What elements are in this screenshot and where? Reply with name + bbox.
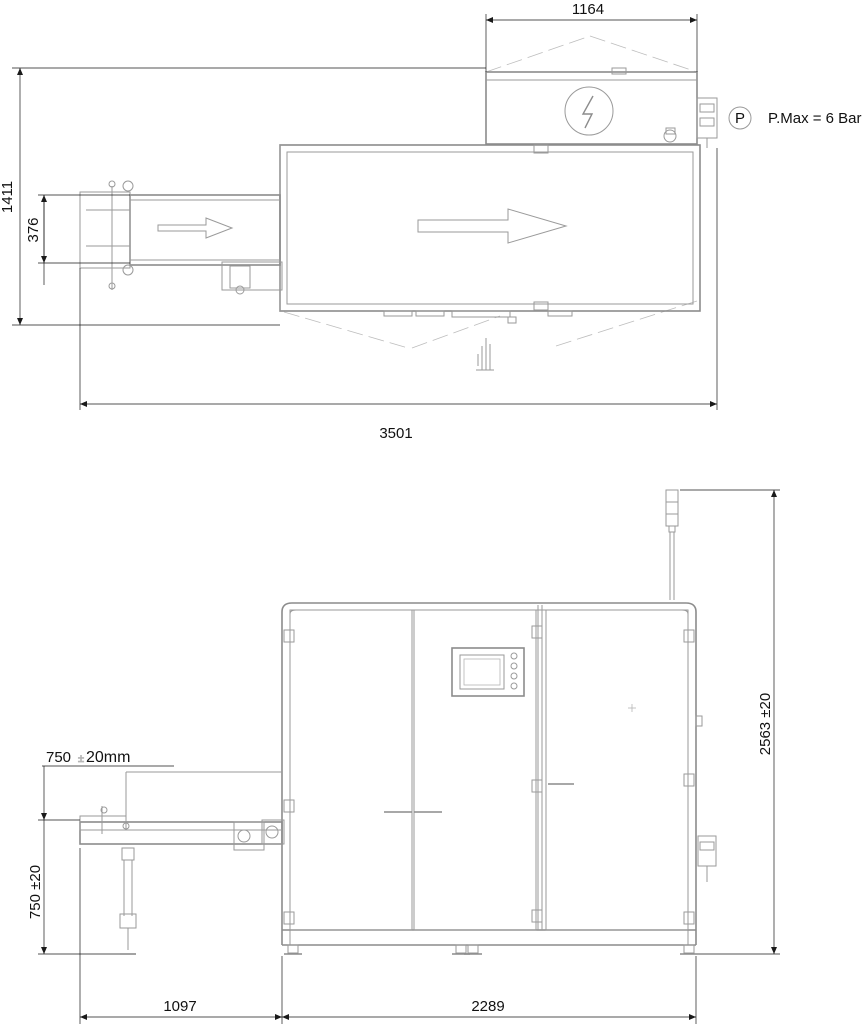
- dim-infeed-length: 1097: [163, 998, 196, 1015]
- flow-arrow-main: [417, 208, 568, 244]
- door-panel-right: [545, 609, 689, 931]
- infeed-conveyor: [79, 180, 283, 295]
- hand-icon: [476, 338, 494, 371]
- lightning-bolt-icon: [581, 95, 594, 129]
- hmi-touch-panel: [451, 647, 525, 697]
- pressure-symbol-circle: [728, 106, 752, 130]
- front-view: 750 ± 20mm 750 ±20 2563 ±20 1097 2289: [27, 489, 780, 1024]
- dim-conveyor-width: 376: [25, 217, 42, 242]
- pneumatic-unit-front: [695, 715, 717, 882]
- dim-height-tolerance: 20mm: [86, 749, 130, 766]
- signal-tower: [665, 489, 679, 600]
- front-dimensions: 750 ± 20mm 750 ±20 2563 ±20 1097 2289: [27, 489, 780, 1024]
- svg-text:±: ±: [78, 753, 84, 765]
- high-voltage-icon: [564, 86, 614, 136]
- pressure-label: P.Max = 6 Bar: [768, 110, 862, 127]
- dim-machine-length: 2289: [471, 998, 504, 1015]
- dim-conveyor-height: 750 ±20: [27, 865, 44, 919]
- machine-frame: [281, 602, 698, 955]
- top-view: P P.Max = 6 Bar: [0, 1, 862, 442]
- dim-height-nominal: 750: [46, 749, 71, 766]
- door-panel-middle: [413, 609, 537, 931]
- dim-total-length: 3501: [379, 425, 412, 442]
- dim-total-height-top: 1411: [0, 181, 16, 213]
- top-dimensions: 1164 1411 376 3501: [0, 1, 718, 442]
- main-machine-body: [279, 144, 701, 371]
- electrical-cabinet: [485, 67, 698, 145]
- pneumatic-unit: P P.Max = 6 Bar: [696, 97, 862, 148]
- pressure-symbol: P: [735, 110, 745, 127]
- dim-housing-width: 1164: [572, 1, 604, 18]
- flow-arrow-infeed: [157, 217, 234, 239]
- infeed-conveyor-side: [79, 771, 285, 955]
- dim-total-height-front: 2563 ±20: [757, 693, 774, 755]
- door-panel-left: [289, 609, 413, 931]
